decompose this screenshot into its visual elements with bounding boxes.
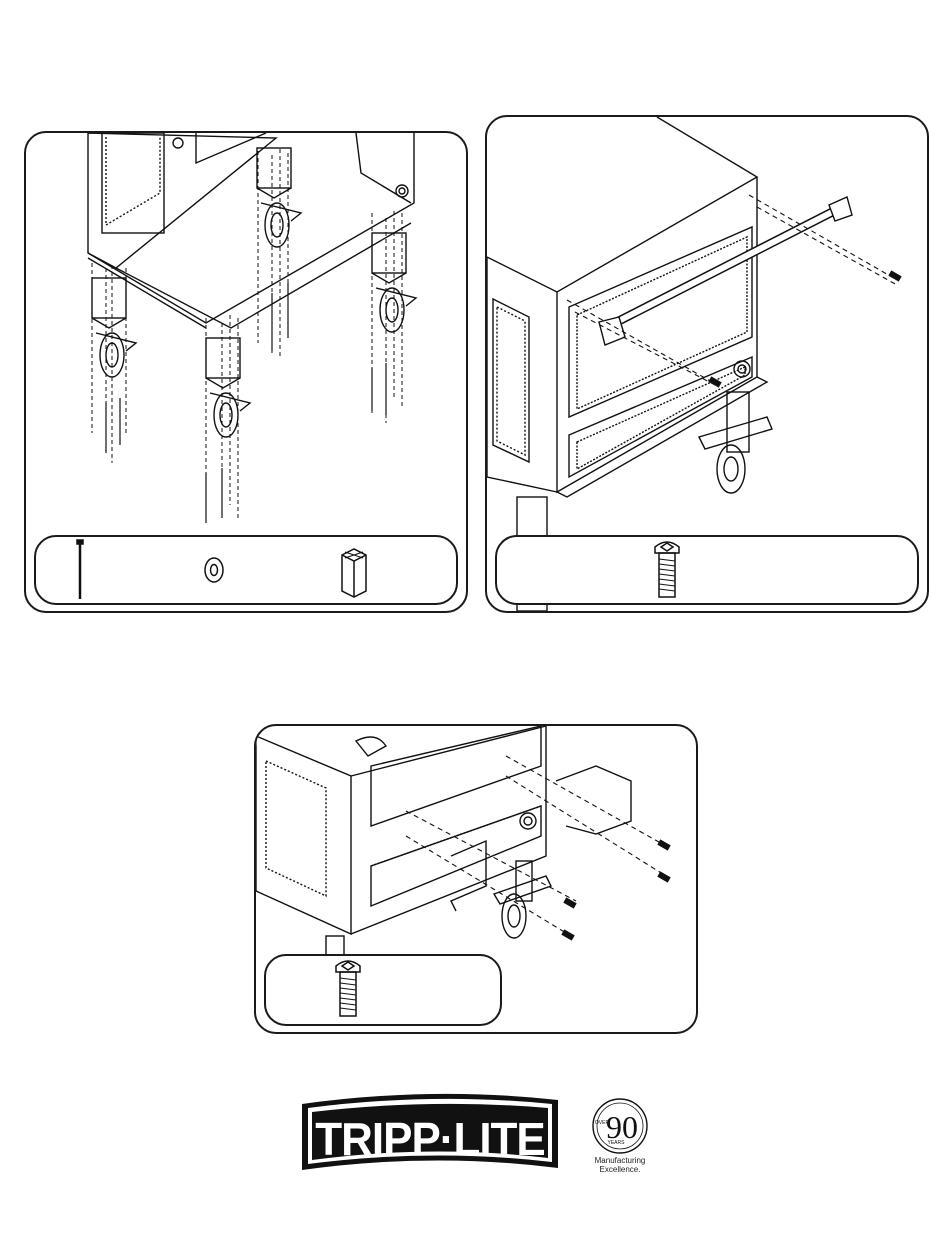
screw-icon — [266, 956, 500, 1024]
badge-caption-line1: Manufacturing — [578, 1156, 662, 1165]
ninety-years-badge: 90 OVER YEARS Manufacturing Excellence. — [588, 1098, 652, 1182]
spacer-icon — [342, 549, 366, 597]
parts-tray-cable-rings — [264, 954, 502, 1026]
parts-icons — [36, 537, 456, 603]
badge-caption-line2: Excellence. — [578, 1165, 662, 1174]
badge-arc-bottom: YEARS — [608, 1140, 626, 1146]
tripp-lite-logo: TRIPP·LITE — [302, 1090, 562, 1174]
panel-caster-assembly — [24, 131, 468, 613]
parts-tray-handle — [495, 535, 919, 605]
badge-caption: Manufacturing Excellence. — [578, 1156, 662, 1174]
bolt-icon — [77, 540, 83, 599]
screw-icon — [497, 537, 917, 603]
parts-tray-casters — [34, 535, 458, 605]
panel-cable-ring-assembly — [254, 724, 698, 1034]
panel-handle-assembly — [485, 115, 929, 613]
badge-arc-top: OVER — [595, 1120, 610, 1126]
logo-wordmark: TRIPP·LITE — [315, 1113, 545, 1165]
washer-icon — [205, 558, 223, 582]
